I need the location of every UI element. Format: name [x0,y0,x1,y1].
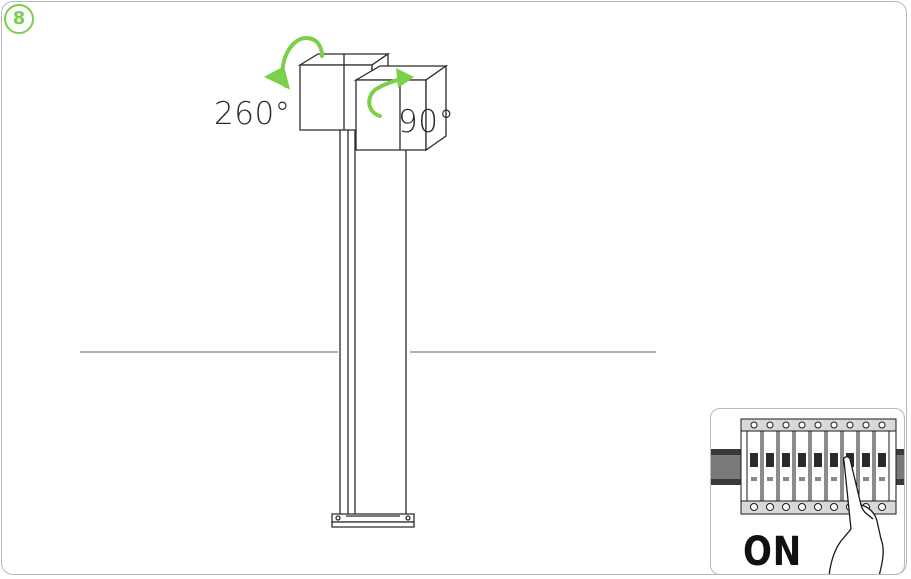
breaker-on-label: ON [743,529,803,575]
right-head-rotation-label: 90° [398,104,455,140]
rotate-arrow-right-head [396,68,414,88]
right-light-head [353,64,449,152]
breaker-inset: ON [710,408,905,575]
circuit-breaker-panel [711,418,904,574]
breaker-units [746,421,890,511]
hand-icon [828,456,884,574]
rotate-arrow-left-head [263,66,291,90]
left-head-rotation-label: 260° [214,96,291,132]
post [339,127,407,517]
base-plate [331,513,415,528]
step-number-badge: 8 [4,4,34,34]
